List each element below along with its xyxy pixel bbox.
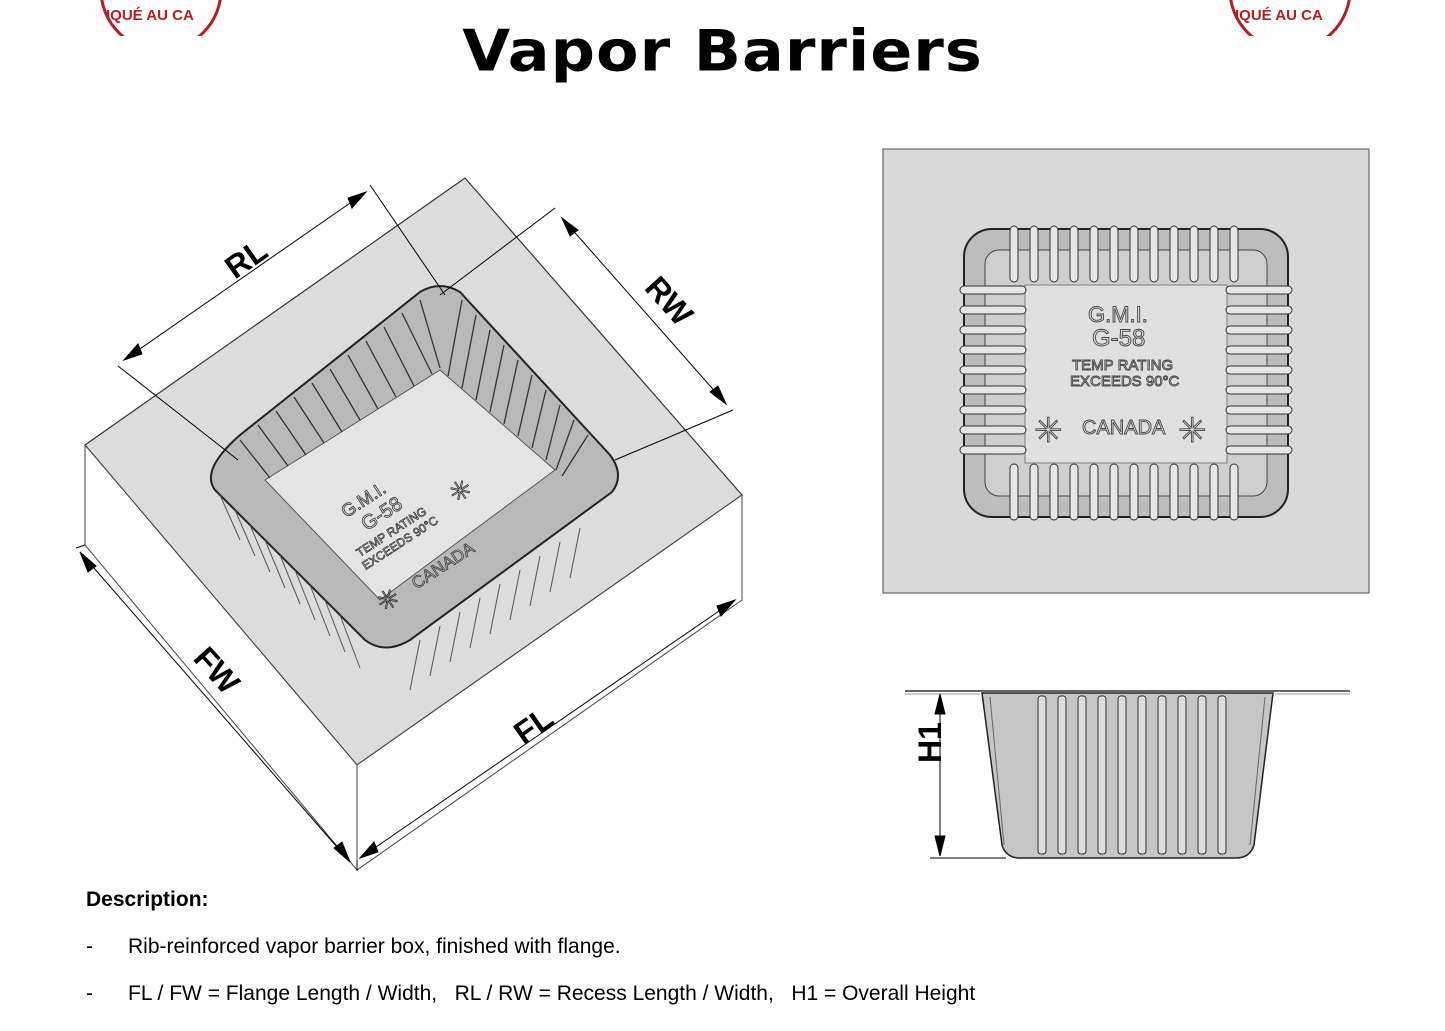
marking-country: CANADA bbox=[1082, 417, 1166, 439]
top-view-marking: G.M.I. G-58 TEMP RATING EXCEEDS 90°C CAN… bbox=[1034, 302, 1207, 451]
seal-text: IQUÉ AU CA bbox=[1235, 7, 1323, 24]
description-heading: Description: bbox=[86, 888, 209, 911]
ribs-side bbox=[1037, 695, 1227, 855]
side-view: H1 bbox=[905, 690, 1350, 859]
page-title: Vapor Barriers bbox=[462, 16, 983, 85]
ribs-top-bottom bbox=[1009, 225, 1239, 521]
description-text: Rib-reinforced vapor barrier box, finish… bbox=[128, 935, 621, 958]
description-text: FL / FW = Flange Length / Width, RL / RW… bbox=[128, 982, 976, 1005]
dimension-fl bbox=[356, 598, 737, 870]
bullet-dash: - bbox=[86, 935, 93, 958]
ribs-back-right bbox=[447, 299, 589, 477]
marking-temp-line1: TEMP RATING bbox=[1072, 357, 1173, 374]
marking-temp-line2: EXCEEDS 90°C bbox=[1070, 373, 1180, 390]
dimension-rw bbox=[439, 207, 734, 461]
dimension-fw bbox=[75, 544, 351, 863]
label-rw: RW bbox=[638, 269, 701, 333]
ribs-back-left bbox=[239, 299, 441, 479]
dimension-rl bbox=[117, 184, 446, 461]
top-view: G.M.I. G-58 TEMP RATING EXCEEDS 90°C CAN… bbox=[882, 148, 1370, 594]
dimension-h1 bbox=[930, 693, 1006, 859]
isometric-view: G.M.I. G-58 TEMP RATING EXCEEDS 90°C CAN… bbox=[75, 177, 743, 872]
seal-text: IQUÉ AU CA bbox=[106, 7, 194, 24]
label-rl: RL bbox=[218, 232, 274, 286]
bullet-dash: - bbox=[86, 982, 93, 1005]
ribs-front bbox=[219, 494, 581, 691]
label-h1: H1 bbox=[912, 722, 948, 763]
ribs-left-right bbox=[959, 285, 1293, 455]
maple-leaf-icon: ✳ bbox=[1178, 412, 1207, 450]
maple-leaf-icon: ✳ bbox=[1034, 412, 1063, 450]
marking-model: G-58 bbox=[1092, 325, 1145, 352]
marking-brand: G.M.I. bbox=[1088, 302, 1148, 327]
